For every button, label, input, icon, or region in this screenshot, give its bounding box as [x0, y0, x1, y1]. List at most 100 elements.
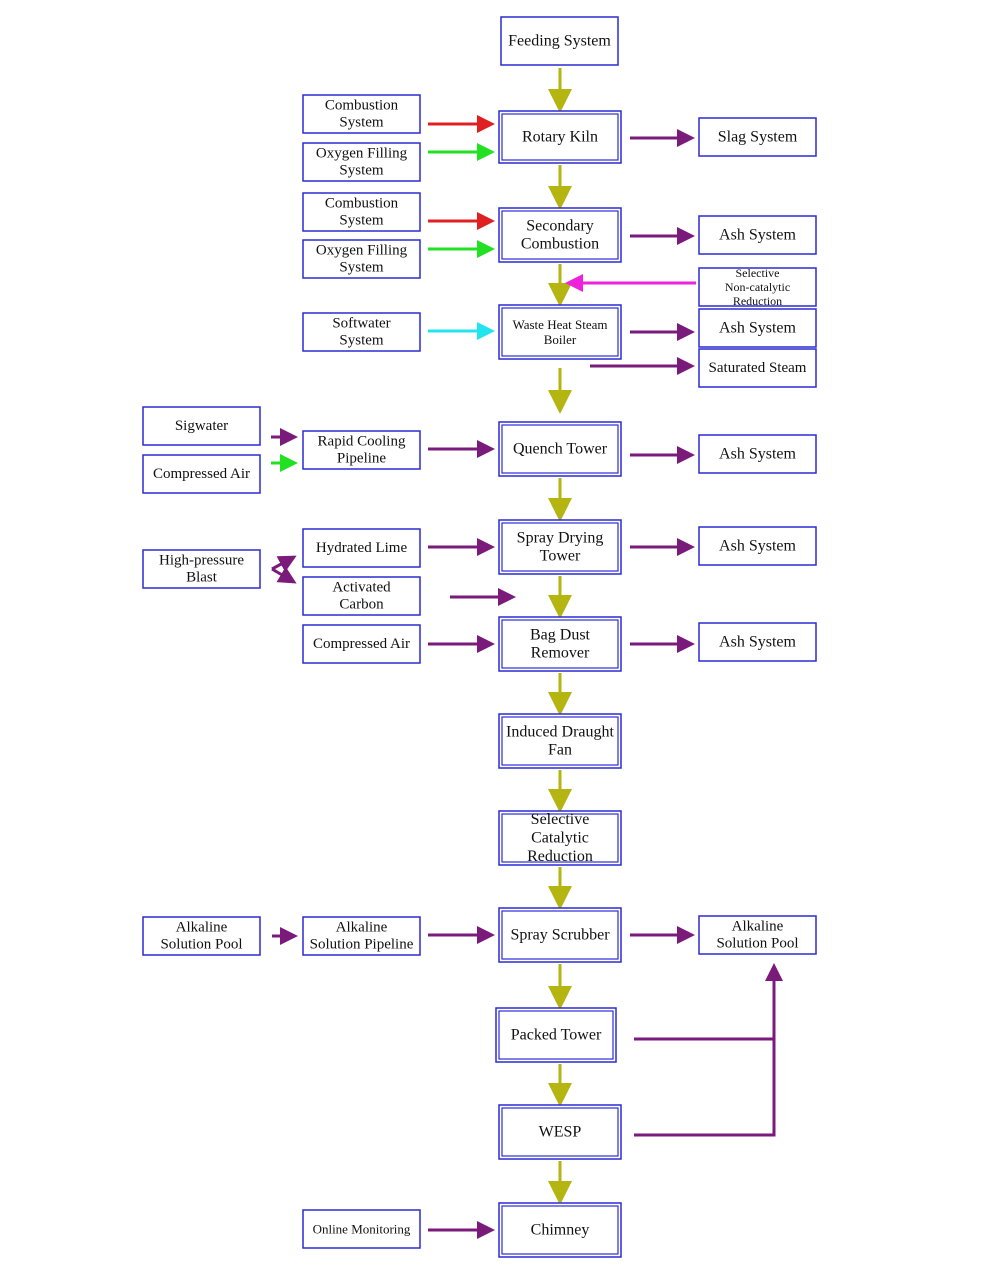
node-border	[142, 549, 261, 589]
node-label: Sigwater	[175, 418, 228, 434]
node-border	[698, 526, 817, 566]
node-border	[500, 16, 619, 66]
node-label: Oxygen Filling	[316, 242, 408, 258]
node-label: Saturated Steam	[709, 360, 807, 376]
node-label: Ash System	[719, 538, 796, 555]
node-wesp: WESP	[498, 1104, 622, 1160]
node-border	[698, 622, 817, 662]
node-border	[498, 1104, 622, 1160]
node-label: Alkaline	[732, 918, 784, 934]
node-inner-border	[501, 424, 619, 474]
node-border	[498, 519, 622, 575]
node-online-monitoring: Online Monitoring	[302, 1209, 421, 1249]
node-label: Solution Pool	[716, 936, 798, 952]
node-packed-tower: Packed Tower	[495, 1007, 617, 1063]
node-border	[302, 94, 421, 134]
node-border	[302, 528, 421, 568]
node-inner-border	[501, 522, 619, 572]
node-label: Reduction	[733, 294, 782, 308]
node-label: Alkaline	[336, 919, 388, 935]
node-border	[142, 916, 261, 956]
node-ash-system-2: Ash System	[698, 308, 817, 348]
node-hydrated-lime: Hydrated Lime	[302, 528, 421, 568]
node-inner-border	[501, 210, 619, 260]
node-inner-border	[501, 1107, 619, 1157]
node-border	[302, 192, 421, 232]
node-label: Hydrated Lime	[316, 540, 408, 556]
node-label: Spray Scrubber	[510, 927, 610, 944]
node-label: Carbon	[339, 597, 384, 613]
node-label: Waste Heat Steam	[513, 317, 608, 332]
node-ash-system-5: Ash System	[698, 622, 817, 662]
node-label: Remover	[531, 645, 590, 662]
node-label: Ash System	[719, 227, 796, 244]
node-border	[698, 434, 817, 474]
node-saturated-steam: Saturated Steam	[698, 348, 817, 388]
node-inner-border	[498, 1010, 614, 1060]
node-border	[498, 1202, 622, 1258]
node-inner-border	[501, 910, 619, 960]
node-label: Non-catalytic	[725, 280, 790, 294]
node-border	[302, 312, 421, 352]
node-label: Induced Draught	[506, 723, 615, 740]
node-border	[698, 915, 817, 955]
node-border	[302, 624, 421, 664]
node-slag-system: Slag System	[698, 117, 817, 157]
node-border	[302, 239, 421, 279]
node-label: Rotary Kiln	[522, 129, 598, 146]
node-border	[498, 421, 622, 477]
node-label: Solution Pool	[160, 937, 242, 953]
node-border	[698, 308, 817, 348]
node-inner-border	[501, 113, 619, 161]
node-label: Bag Dust	[530, 626, 591, 643]
flow-arrow	[634, 963, 783, 1137]
node-label: Compressed Air	[153, 466, 250, 482]
node-inner-border	[501, 307, 619, 357]
node-label: Activated	[332, 579, 391, 595]
node-label: System	[339, 115, 384, 131]
node-label: Pipeline	[337, 451, 387, 467]
node-label: WESP	[539, 1124, 582, 1141]
node-border	[302, 916, 421, 956]
node-border	[498, 207, 622, 263]
node-label: System	[339, 260, 384, 276]
node-ash-system-3: Ash System	[698, 434, 817, 474]
node-label: Fan	[548, 742, 572, 759]
node-border	[698, 215, 817, 255]
node-feeding: Feeding System	[500, 16, 619, 66]
node-border	[302, 430, 421, 470]
node-label: Chimney	[531, 1222, 590, 1239]
flow-arrow	[271, 555, 297, 573]
node-label: High-pressure	[159, 552, 244, 568]
node-quench-tower: Quench Tower	[498, 421, 622, 477]
node-inner-border	[501, 619, 619, 669]
node-label: System	[339, 213, 384, 229]
node-label: Slag System	[718, 129, 798, 146]
node-rotary-kiln: Rotary Kiln	[498, 110, 622, 164]
node-label: Combustion	[325, 195, 399, 211]
flow-arrow	[271, 566, 297, 584]
node-label: Online Monitoring	[313, 1222, 411, 1237]
node-border	[698, 348, 817, 388]
node-border	[698, 267, 817, 307]
node-label: Selective	[531, 811, 590, 828]
node-chimney: Chimney	[498, 1202, 622, 1258]
node-border	[142, 454, 261, 494]
node-label: System	[339, 333, 384, 349]
node-border	[498, 304, 622, 360]
node-label: Feeding System	[508, 33, 611, 50]
node-border	[142, 406, 261, 446]
node-compressed-air-2: Compressed Air	[302, 624, 421, 664]
